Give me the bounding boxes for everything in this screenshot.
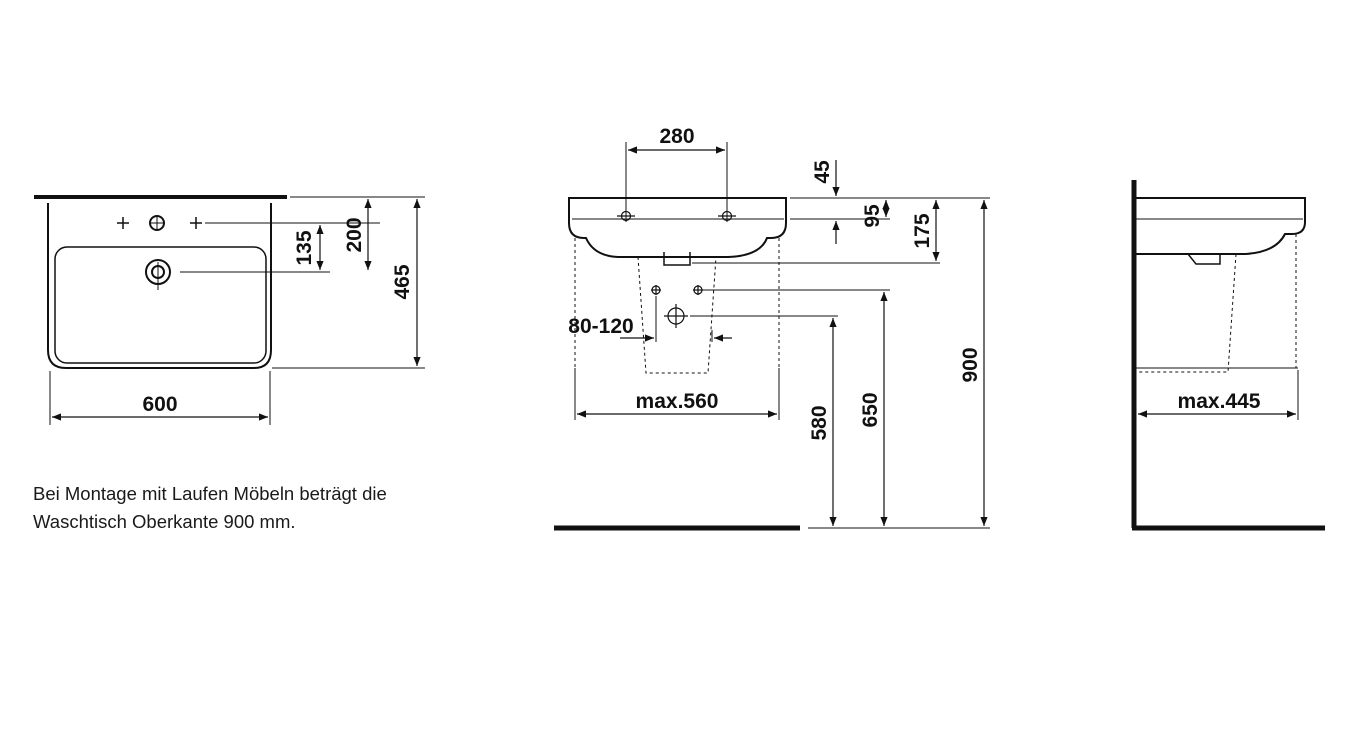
label-135: 135	[293, 230, 316, 265]
installation-note: Bei Montage mit Laufen Möbeln beträgt di…	[33, 480, 473, 536]
label-200: 200	[343, 217, 366, 252]
front-basin-body	[568, 197, 787, 258]
label-max445: max.445	[1178, 390, 1261, 413]
side-view-extension-lines	[1136, 367, 1299, 420]
label-max560: max.560	[636, 390, 719, 413]
top-view	[34, 195, 425, 425]
label-600: 600	[142, 393, 177, 416]
label-45: 45	[811, 160, 834, 184]
label-80-120: 80-120	[568, 315, 633, 338]
front-overflow	[663, 252, 691, 266]
installation-note-line-1: Bei Montage mit Laufen Möbeln beträgt di…	[33, 483, 387, 504]
installation-note-line-2: Waschtisch Oberkante 900 mm.	[33, 511, 296, 532]
label-900: 900	[959, 347, 982, 382]
label-580: 580	[808, 405, 831, 440]
front-view-dimension-lines	[577, 146, 988, 526]
pedestal-hidden-lines	[574, 238, 780, 374]
basin-bowl	[54, 246, 267, 364]
top-view-dimension-lines	[52, 199, 421, 421]
waste-outlet-icon	[664, 304, 688, 328]
side-view	[1131, 180, 1325, 531]
label-650: 650	[859, 392, 882, 427]
side-overflow	[1187, 253, 1221, 265]
tap-hole-left-icon	[117, 217, 129, 229]
top-view-extension-lines	[49, 196, 425, 425]
side-pedestal-hidden-lines	[1138, 234, 1297, 373]
basin-outline	[47, 203, 272, 369]
tap-hole-right-icon	[190, 217, 202, 229]
front-view-extension-lines	[574, 142, 990, 529]
supply-connection-left-icon	[651, 285, 661, 295]
label-280: 280	[659, 125, 694, 148]
label-465: 465	[391, 264, 414, 299]
tap-hole-center-icon	[149, 215, 165, 231]
side-basin-body	[1136, 197, 1306, 255]
front-view	[554, 142, 990, 531]
label-175: 175	[911, 213, 934, 248]
supply-connection-right-icon	[693, 285, 703, 295]
drain-icon	[145, 259, 171, 290]
label-95: 95	[861, 204, 884, 228]
